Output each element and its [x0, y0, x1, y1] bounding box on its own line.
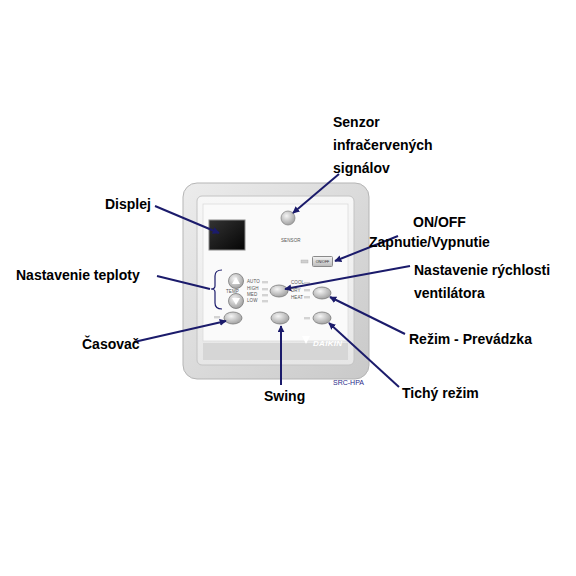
- display-screen: [209, 220, 245, 250]
- callout-label: Nastavenie rýchlosti ventilátora: [414, 259, 576, 305]
- leader-arrow: [329, 323, 399, 387]
- bracket: [211, 270, 222, 309]
- button-text: ON/OFF: [316, 260, 330, 264]
- panel-print: SENSOR: [281, 238, 301, 243]
- led-indicator: [304, 296, 310, 298]
- leader-arrow: [155, 206, 219, 233]
- callout-label: Nastavenie teploty: [16, 266, 140, 284]
- temp-down-button: [229, 294, 244, 309]
- led-indicator: [262, 294, 268, 296]
- led-indicator: [262, 288, 268, 290]
- leader-line: [157, 276, 210, 289]
- up-arrow: [232, 277, 240, 284]
- led-indicator: [301, 260, 308, 263]
- callout-label: ON/OFF: [413, 213, 466, 231]
- timer-button: [224, 312, 242, 324]
- leader-arrow: [280, 326, 282, 385]
- led-indicator: [304, 289, 310, 291]
- leader-arrow: [134, 321, 226, 342]
- callout-label: Senzor infračervených signálov: [333, 111, 453, 180]
- temp-up-button: [229, 274, 244, 289]
- panel-print: MED: [247, 292, 257, 297]
- model-name: SRC-HPA: [333, 379, 364, 387]
- led-indicator: [214, 316, 220, 318]
- led-indicator: [304, 317, 310, 319]
- led-indicator: [262, 300, 268, 302]
- panel-print: HEAT: [291, 295, 303, 300]
- panel-print: LOW: [247, 298, 258, 303]
- logo-mark: [302, 336, 310, 344]
- mode-button: [313, 287, 331, 299]
- silent-button: [313, 312, 331, 324]
- callout-label: Swing: [264, 387, 305, 405]
- leader-arrow: [285, 266, 410, 289]
- outer-frame: [183, 183, 369, 379]
- down-arrow: [232, 298, 240, 305]
- led-indicator: [262, 281, 268, 283]
- ir-sensor: [281, 211, 295, 225]
- leader-arrow: [293, 174, 339, 213]
- panel-print: COOL: [291, 280, 304, 285]
- brand-logo: DAIKIN: [313, 339, 342, 348]
- fan-button: [270, 285, 288, 297]
- panel-print: AUTO: [247, 279, 260, 284]
- swing-button: [271, 312, 289, 324]
- callout-label: Časovač: [82, 335, 140, 353]
- callout-label: Režim - Prevádzka: [409, 330, 532, 348]
- panel-print: DRY: [291, 288, 301, 293]
- callout-label: Displej: [105, 195, 151, 213]
- leader-arrow: [330, 297, 405, 334]
- panel-print: TEMP: [226, 289, 239, 294]
- callout-label: Tichý režim: [402, 384, 479, 402]
- callout-label: Zapnutie/Vypnutie: [369, 233, 490, 251]
- onoff-button: ON/OFF: [312, 256, 333, 267]
- panel-print: HIGH: [247, 286, 259, 291]
